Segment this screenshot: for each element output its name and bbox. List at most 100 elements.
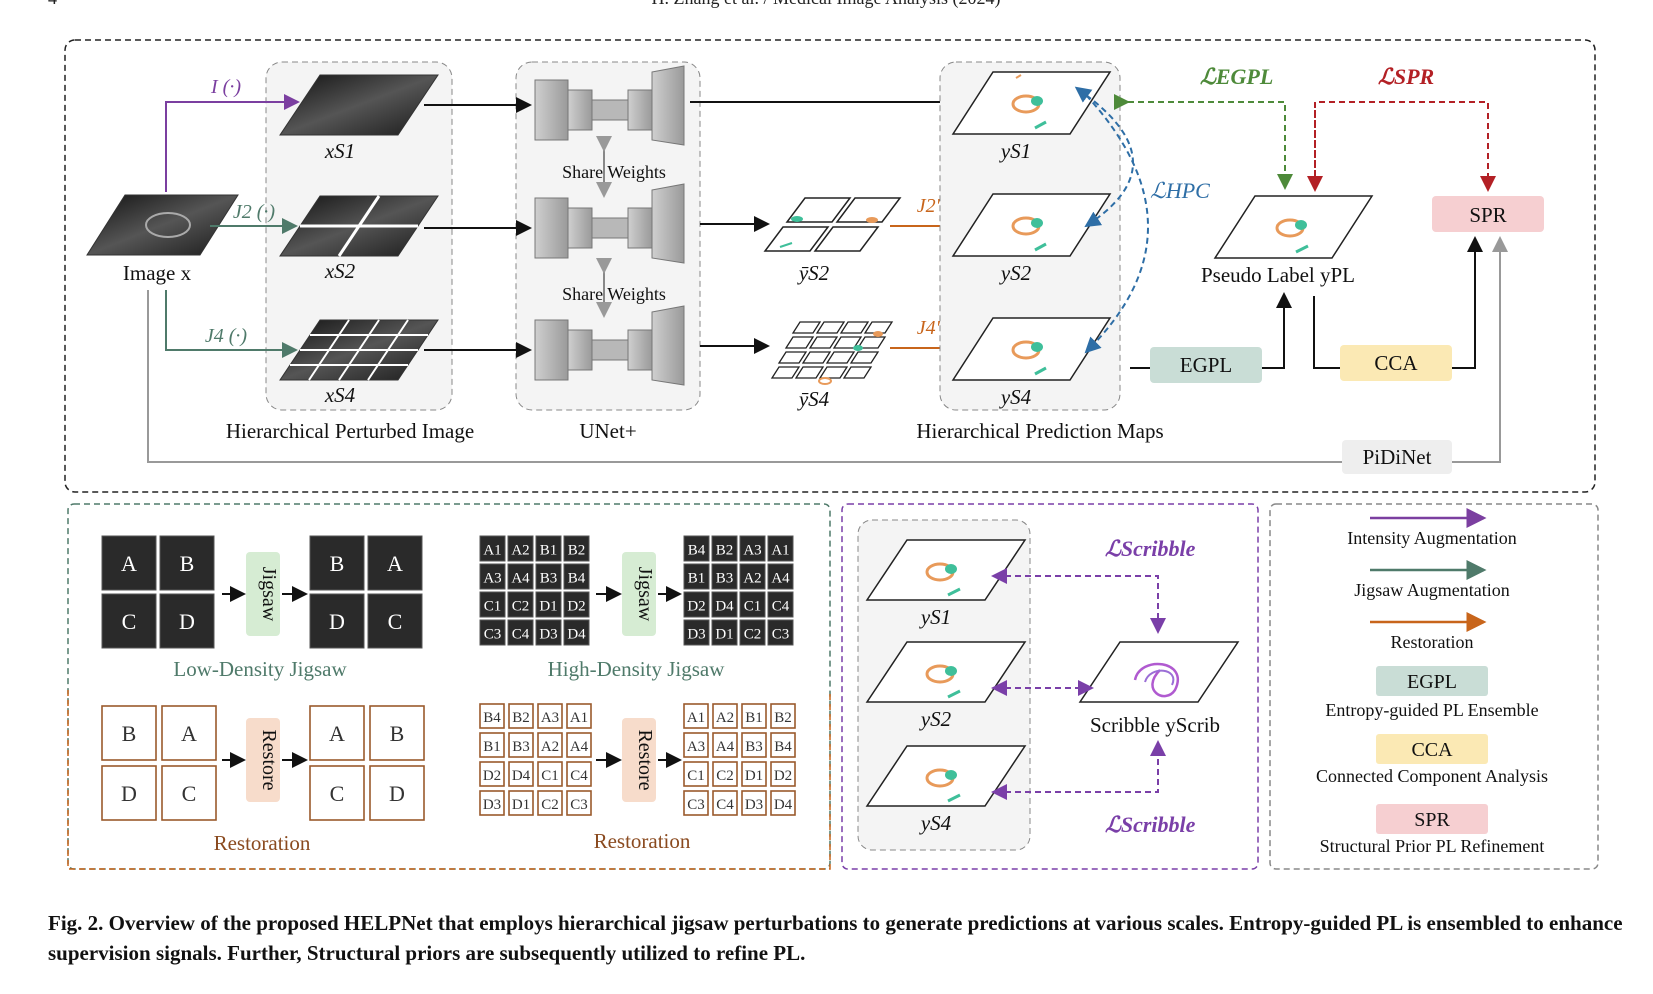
- figure-caption: Fig. 2. Overview of the proposed HELPNet…: [48, 911, 1623, 965]
- op-j2-label: J2 (·): [233, 201, 276, 223]
- tile-label: D4: [512, 768, 531, 784]
- input-image-organ: [145, 212, 191, 238]
- tile: [479, 591, 506, 618]
- ybar-s4-label: ȳS4: [797, 387, 830, 411]
- tile: [683, 732, 709, 758]
- tile-label: D3: [745, 797, 763, 813]
- jigsaw-label-1: Jigsaw: [258, 567, 280, 622]
- legend-cca-box: [1376, 734, 1488, 764]
- tile: [739, 563, 766, 590]
- ybar-s4-tile: [808, 336, 839, 349]
- xs4-image: [279, 319, 439, 381]
- tile-label: B: [390, 721, 405, 746]
- tile-label: A1: [687, 710, 705, 726]
- tile-label: D: [121, 781, 137, 806]
- tile-label: B2: [716, 543, 734, 559]
- tile: [566, 732, 592, 758]
- tile: [159, 535, 215, 591]
- pseudo-label-text: Pseudo Label yPL: [1201, 263, 1355, 287]
- tile-label: B2: [512, 710, 530, 726]
- ybar-s4-mark: [853, 345, 863, 351]
- ybar-s4-tile: [863, 321, 894, 334]
- legend-cca-desc: Connected Component Analysis: [1316, 766, 1548, 786]
- low-jigsaw-title: Low-Density Jigsaw: [173, 657, 347, 681]
- input-image: [86, 194, 239, 256]
- scribble-label: Scribble yScrib: [1090, 713, 1220, 737]
- ybar-s4-tile: [794, 366, 825, 379]
- tile-label: A: [329, 721, 345, 746]
- scribble-loss-arrow-1: [991, 568, 1166, 634]
- pidinet-label: PiDiNet: [1363, 445, 1432, 469]
- pred-title: Hierarchical Prediction Maps: [916, 419, 1163, 443]
- tile: [563, 619, 590, 646]
- tile: [309, 535, 365, 591]
- tile: [711, 563, 738, 590]
- tile: [770, 732, 796, 758]
- xs2-image: [279, 195, 439, 257]
- tile-label: B: [330, 551, 345, 576]
- share-weights-1: Share Weights: [562, 162, 666, 182]
- tile: [101, 705, 157, 761]
- tile: [683, 761, 709, 787]
- restore-label-1: Restore: [258, 729, 280, 790]
- ybar-s4-tile: [842, 366, 873, 379]
- jigsaw-label-2: Jigsaw: [634, 567, 656, 622]
- tile: [537, 761, 563, 787]
- spr-loss-arrow: [1314, 101, 1496, 192]
- top-panel-frame: [64, 39, 1596, 493]
- pidinet-path: [147, 236, 1508, 463]
- page-number: 4: [48, 0, 57, 8]
- unet-3: [534, 305, 685, 386]
- tile: [566, 790, 592, 816]
- tile: [309, 765, 365, 821]
- scribble-map: [1078, 641, 1240, 703]
- ys4-map: [951, 317, 1112, 381]
- tile-label: A2: [716, 710, 734, 726]
- legend-egpl: EGPL: [1407, 671, 1457, 693]
- loss-hpc-label: ℒHPC: [1150, 178, 1210, 203]
- tile-label: B1: [745, 710, 763, 726]
- tile: [767, 619, 794, 646]
- tile-label: C: [330, 781, 345, 806]
- tile-label: D: [179, 609, 195, 634]
- ybar-s4-tile: [801, 351, 832, 364]
- tile: [563, 535, 590, 562]
- tile: [161, 765, 217, 821]
- ybar-s4-tile: [777, 351, 808, 364]
- unet-1: [534, 65, 685, 146]
- legend-spr-box: [1376, 804, 1488, 834]
- tile: [101, 593, 157, 649]
- tile: [683, 591, 710, 618]
- cca-box-label: CCA: [1374, 351, 1418, 375]
- restoration-title-2: Restoration: [594, 829, 691, 853]
- pl-to-cca-line: [1313, 296, 1340, 369]
- tile-label: D3: [483, 797, 501, 813]
- tile: [479, 535, 506, 562]
- tile-label: C4: [512, 627, 530, 643]
- tile: [739, 591, 766, 618]
- tile-label: A: [387, 551, 403, 576]
- tile-label: A1: [771, 543, 789, 559]
- spr-box-label: SPR: [1469, 203, 1506, 227]
- tile: [479, 790, 505, 816]
- tile-label: D1: [745, 768, 763, 784]
- tile: [683, 619, 710, 646]
- egpl-loss-arrow: [1114, 94, 1293, 190]
- scribble-ys4-label: yS4: [919, 811, 952, 835]
- tile: [739, 619, 766, 646]
- tile-label: A3: [483, 571, 501, 587]
- unet-2: [534, 183, 685, 264]
- tile: [770, 761, 796, 787]
- tile-label: B2: [774, 710, 792, 726]
- tile-label: B1: [688, 571, 706, 587]
- tile: [309, 705, 365, 761]
- tile: [767, 591, 794, 618]
- tile-label: B1: [540, 543, 558, 559]
- high-jigsaw-title: High-Density Jigsaw: [548, 657, 726, 681]
- tile: [367, 535, 423, 591]
- op-intensity-label: I (·): [210, 76, 241, 98]
- egpl-box: [1150, 347, 1262, 383]
